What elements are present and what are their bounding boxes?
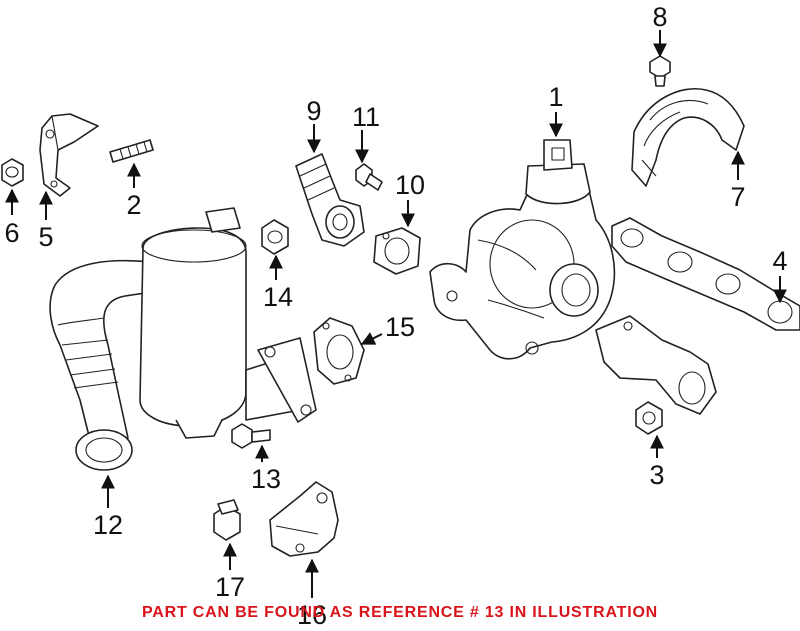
part-7-heat-shield: [631, 88, 745, 187]
leader-lines: [4, 30, 787, 598]
part-1-turbocharger: [429, 139, 616, 360]
part-11-bolt: [355, 163, 383, 191]
callout-5: 5: [38, 222, 53, 252]
part-8-bolt: [649, 55, 671, 87]
callout-16: 16: [297, 600, 327, 630]
reference-note: PART CAN BE FOUND AS REFERENCE # 13 IN I…: [141, 604, 659, 621]
part-4-gasket: [611, 217, 800, 331]
part-14-nut: [261, 219, 289, 255]
part-15-gasket: [313, 317, 365, 385]
callout-8: 8: [652, 2, 667, 32]
callout-labels: 1 2 3 4 5 6 7 8 9 10 11 12 13 14 15 16 1…: [4, 2, 787, 630]
callout-9: 9: [306, 96, 321, 126]
part-16-bracket: [269, 481, 339, 557]
callout-15: 15: [385, 312, 415, 342]
part-9-pipe: [295, 153, 365, 247]
part-5-bracket: [39, 113, 99, 197]
part-2-stud: [109, 139, 154, 163]
callout-2: 2: [126, 190, 141, 220]
callout-6: 6: [4, 218, 19, 248]
callout-12: 12: [93, 510, 123, 540]
callout-11: 11: [352, 102, 380, 132]
callout-13: 13: [251, 464, 281, 494]
part-17-nut: [213, 499, 241, 541]
callout-3: 3: [649, 460, 664, 490]
part-10-gasket: [373, 227, 421, 275]
exhaust-manifold: [595, 315, 717, 415]
catalytic-converter-body: [139, 207, 317, 439]
part-13-bolt: [231, 423, 271, 449]
part-12-flex-pipe: [49, 259, 153, 471]
part-3-nut: [635, 401, 663, 435]
callout-14: 14: [263, 282, 293, 312]
callout-10: 10: [395, 170, 425, 200]
callout-7: 7: [730, 182, 745, 212]
callout-17: 17: [215, 572, 245, 602]
callout-1: 1: [548, 82, 563, 112]
part-6-nut: [1, 158, 24, 187]
callout-4: 4: [772, 246, 787, 276]
